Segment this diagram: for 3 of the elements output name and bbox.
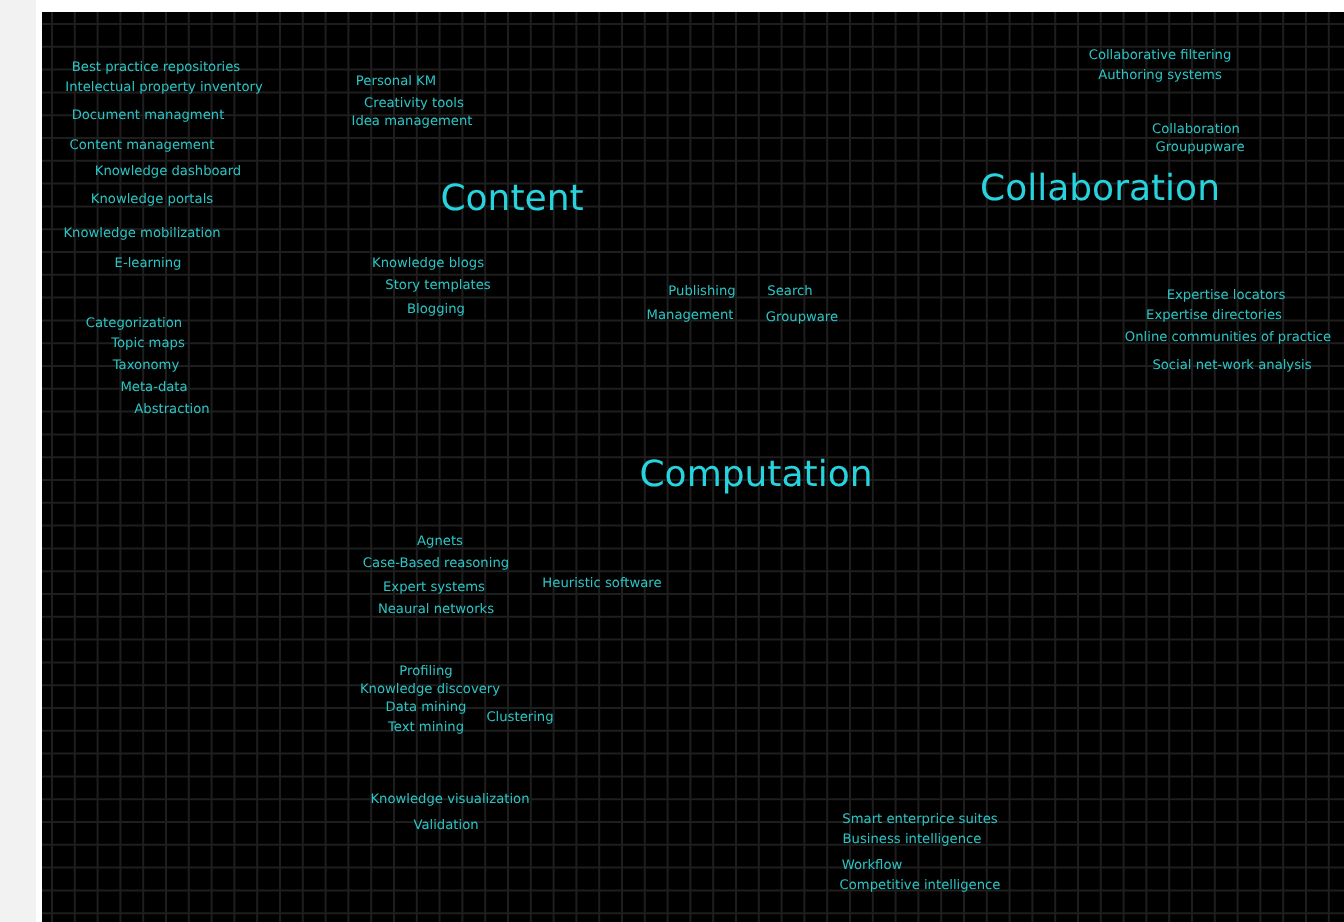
category-heading: Content (440, 182, 584, 218)
category-heading: Computation (639, 458, 873, 494)
category-heading: Collaboration (980, 172, 1220, 208)
